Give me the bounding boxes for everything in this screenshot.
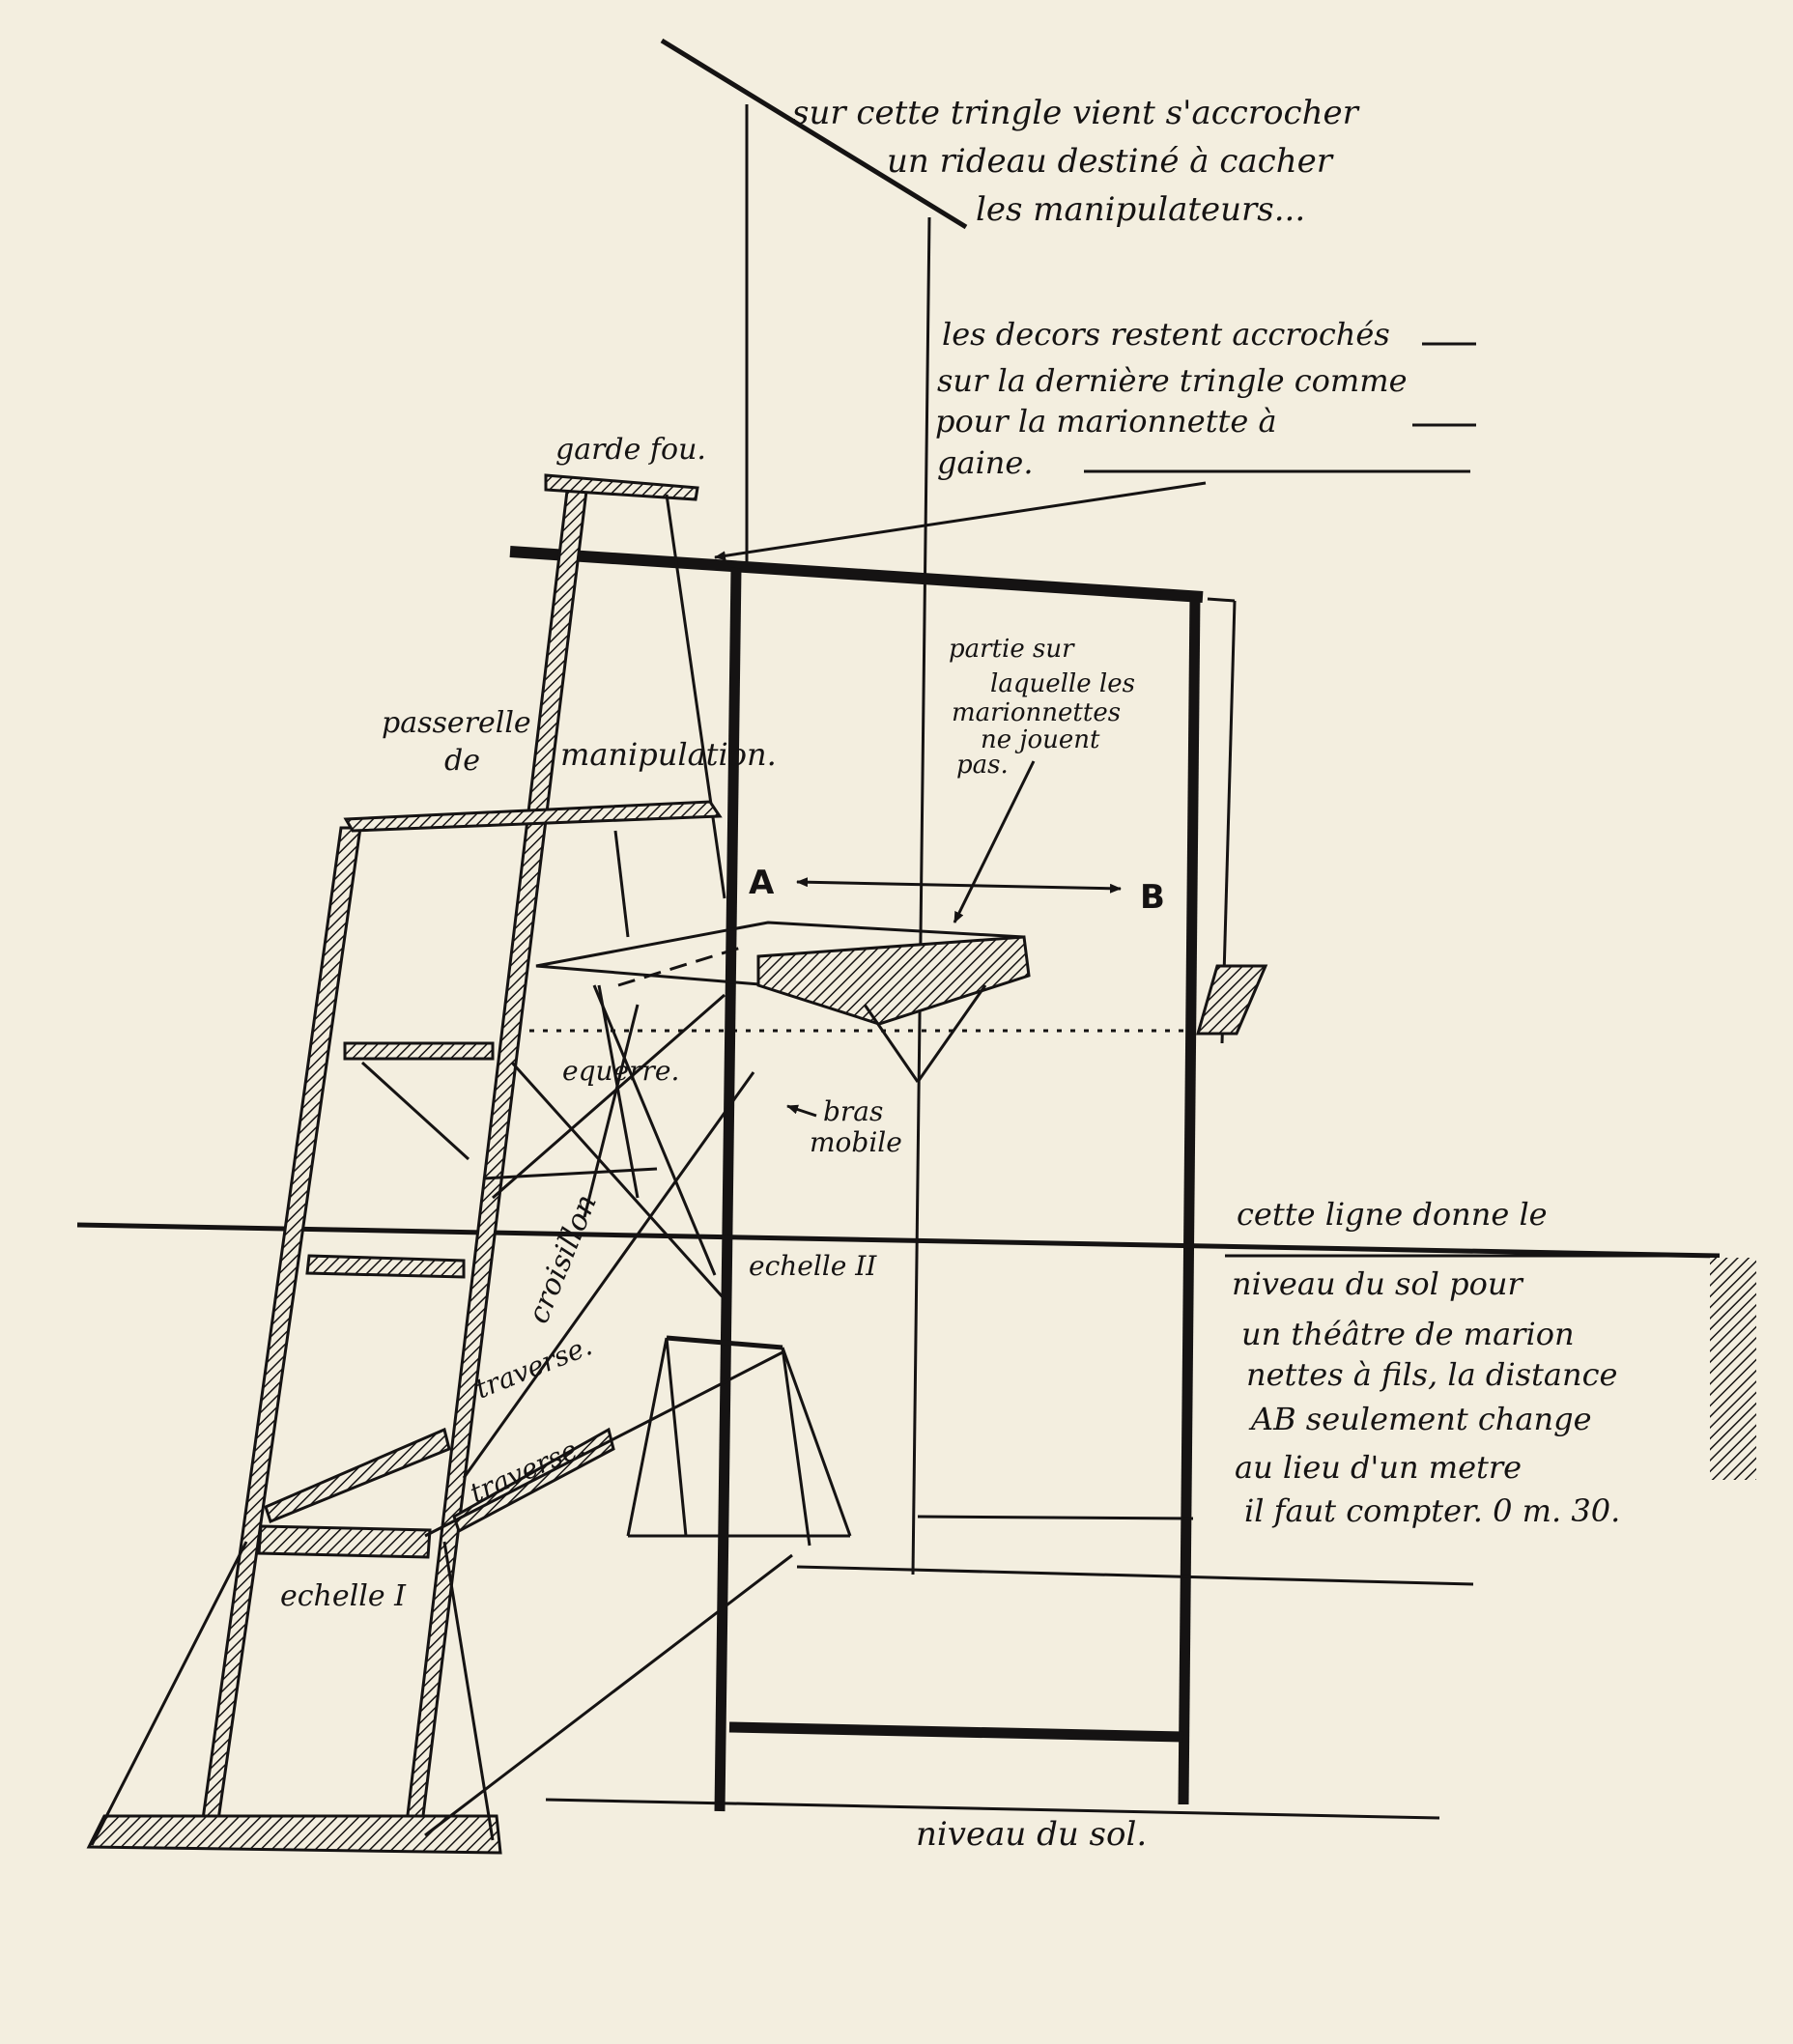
decor-note-line-2: sur la dernière tringle comme <box>937 362 1408 399</box>
frame-post-right <box>1178 593 1201 1805</box>
table-hatched-part <box>756 935 1031 1026</box>
ab-arrow <box>796 877 1122 894</box>
echelle-two-label: echelle II <box>749 1250 877 1282</box>
long-diagonal-to-ladder <box>424 1553 793 1837</box>
bras-label: bras <box>823 1095 883 1127</box>
theatre-frame <box>509 546 1268 1812</box>
guard-rail-top <box>544 473 699 501</box>
traverse-bar-1 <box>264 1427 451 1523</box>
curtain-rod <box>660 38 968 230</box>
rod-note-line-1: sur cette tringle vient s'accrocher <box>792 94 1360 132</box>
echelle-two-leg-3 <box>781 1347 811 1547</box>
cross-brace-1 <box>492 993 726 1200</box>
ground-note-line-6: au lieu d'un metre <box>1235 1449 1522 1486</box>
passerelle-label: passerelle <box>382 706 531 740</box>
partie-label-3: marionnettes <box>952 698 1121 727</box>
guard-rail-post <box>665 494 726 899</box>
manipulation-platform <box>343 800 723 833</box>
brace-short <box>360 1061 470 1161</box>
decor-note-line-3: pour la marionnette à <box>935 403 1277 440</box>
ground-note-line-2: niveau du sol pour <box>1232 1265 1523 1302</box>
marionette-ground-line <box>76 1222 1721 1259</box>
equerre-label: equerre. <box>562 1055 679 1087</box>
partie-label-1: partie sur <box>949 635 1075 664</box>
ground-note-line-7: il faut compter. 0 m. 30. <box>1244 1492 1620 1529</box>
manipulation-label: manipulation. <box>560 736 777 773</box>
ground-note: cette ligne donne le niveau du sol pour … <box>1232 1196 1620 1529</box>
echelle-two-top <box>666 1335 783 1350</box>
rod-note: sur cette tringle vient s'accrocher un r… <box>792 94 1360 229</box>
bras-arrow <box>786 1104 817 1118</box>
ladder-one-rung-1 <box>343 1041 495 1061</box>
decor-note: les decors restent accrochés sur la dern… <box>935 316 1408 481</box>
equerre-brace <box>510 1061 726 1301</box>
ladder-one-rung-3 <box>257 1524 432 1559</box>
ladder-one-back-leg-left <box>90 1541 248 1846</box>
rod-note-line-3: les manipulateurs... <box>976 190 1305 229</box>
table-leg-1 <box>597 984 640 1199</box>
ground-note-line-3: un théâtre de marion <box>1241 1316 1575 1352</box>
frame-top-edge <box>1207 597 1236 603</box>
ground-lines <box>76 1029 1756 1820</box>
short-floor-line <box>917 1515 1194 1520</box>
table-leg-2 <box>583 1004 640 1218</box>
ground-note-line-5: AB seulement change <box>1248 1401 1592 1437</box>
echelle-one-label: echelle I <box>280 1579 407 1613</box>
ladder-one-rung-2 <box>305 1254 466 1279</box>
ground-note-line-1: cette ligne donne le <box>1237 1196 1548 1233</box>
echelle-two-leg-2 <box>665 1337 688 1537</box>
ladder-one-base <box>86 1814 502 1855</box>
table-leg-3 <box>863 1004 920 1083</box>
playing-table <box>535 760 1122 1218</box>
decor-note-line-1: les decors restent accrochés <box>942 316 1390 353</box>
top-rod-beam <box>509 546 1204 603</box>
partie-label-4: ne jouent <box>981 725 1100 754</box>
decor-arrow <box>714 481 1207 561</box>
echelle-two-leg-4 <box>781 1347 852 1537</box>
braces <box>360 984 852 1837</box>
decor-note-dashes <box>1084 342 1476 473</box>
table-leg-4 <box>916 984 987 1083</box>
partie-arrow <box>953 760 1036 923</box>
cross-brace-2 <box>462 1071 755 1479</box>
frame-bottom-beam <box>728 1721 1184 1743</box>
frame-post-left <box>714 567 742 1812</box>
point-b-label: B <box>1140 878 1165 917</box>
decor-note-line-4: gaine. <box>937 444 1034 481</box>
brace-link <box>482 1167 658 1180</box>
ground-note-line-4: nettes à fils, la distance <box>1246 1356 1617 1393</box>
partie-label-2: laquelle les <box>990 669 1135 698</box>
platform-support <box>613 830 630 938</box>
hatched-ground-edge <box>1710 1258 1756 1480</box>
mobile-label: mobile <box>810 1126 902 1158</box>
traverse-link <box>424 1350 783 1538</box>
curtain-rod-group <box>660 38 1207 1576</box>
curtain-line-right <box>911 216 931 1576</box>
echelle-two-leg-1 <box>626 1337 669 1537</box>
niveau-du-sol-label: niveau du sol. <box>916 1815 1147 1854</box>
passerelle-de-label: de <box>444 744 480 778</box>
rod-note-line-2: un rideau destiné à cacher <box>887 142 1334 181</box>
ladder-one <box>86 473 726 1855</box>
garde-fou-label: garde fou. <box>555 433 706 467</box>
frame-bracket-hatched <box>1196 964 1268 1036</box>
ground-level-line <box>545 1798 1440 1820</box>
table-dashed-edge <box>617 945 745 987</box>
stage-floor-line <box>796 1565 1474 1586</box>
point-a-label: A <box>749 864 775 902</box>
arm-brace <box>592 984 717 1276</box>
partie-label-5: pas. <box>956 751 1009 780</box>
